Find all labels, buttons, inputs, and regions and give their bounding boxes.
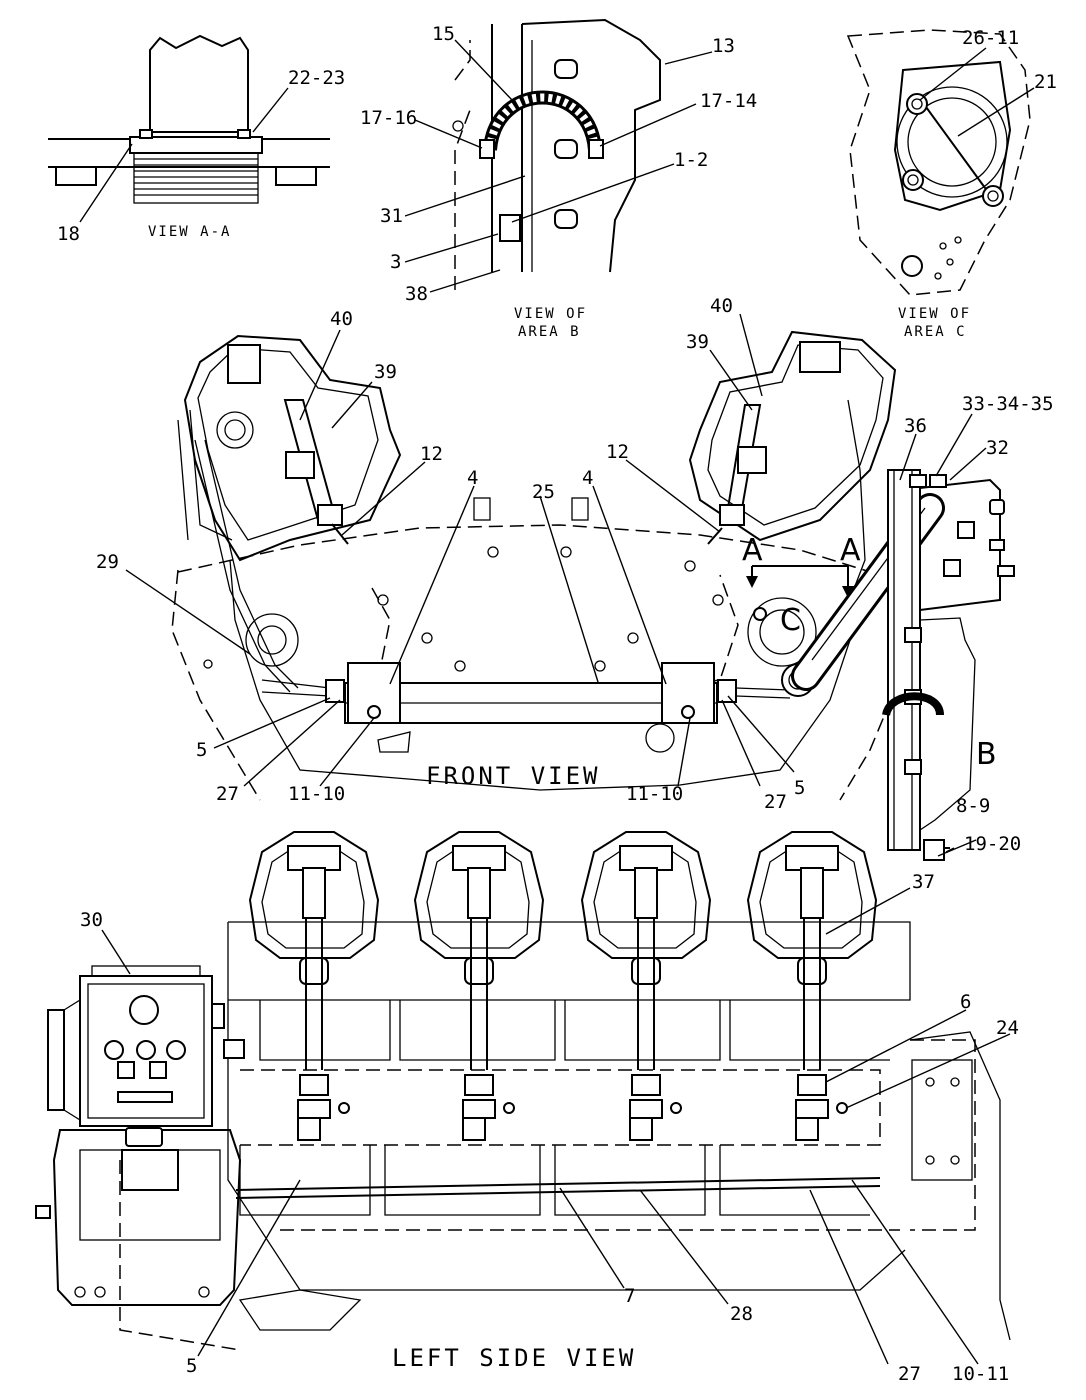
- callout-front-5-right: 5: [794, 777, 805, 799]
- callout-17-14: 17-14: [700, 90, 757, 112]
- callout-front-39-left: 39: [374, 361, 397, 383]
- area-b-title-line1: VIEW OF: [514, 306, 587, 322]
- callout-front-25: 25: [532, 481, 555, 503]
- marker-a-right: A: [840, 533, 861, 568]
- callout-front-29: 29: [96, 551, 119, 573]
- callout-38: 38: [405, 283, 428, 305]
- callout-front-12-left: 12: [420, 443, 443, 465]
- callout-31: 31: [380, 205, 403, 227]
- area-c-title-line1: VIEW OF: [898, 306, 971, 322]
- callout-3: 3: [390, 251, 401, 273]
- callout-21: 21: [1034, 71, 1057, 93]
- callout-front-11-10-right: 11-10: [626, 783, 683, 805]
- callout-front-36: 36: [904, 415, 927, 437]
- front-view-title: FRONT VIEW: [426, 762, 601, 790]
- area-b-drawing: [452, 18, 661, 290]
- callout-15: 15: [432, 23, 455, 45]
- marker-c: C: [780, 603, 801, 638]
- callout-front-4-right: 4: [582, 467, 593, 489]
- left-side-view-title: LEFT SIDE VIEW: [392, 1344, 636, 1372]
- callout-1-2: 1-2: [674, 149, 708, 171]
- callout-side-6: 6: [960, 991, 971, 1013]
- callout-side-24: 24: [996, 1017, 1019, 1039]
- callout-front-27-left: 27: [216, 783, 239, 805]
- callout-side-30: 30: [80, 909, 103, 931]
- callout-side-7: 7: [624, 1285, 635, 1307]
- callout-front-32: 32: [986, 437, 1009, 459]
- callout-18: 18: [57, 223, 80, 245]
- callout-26-11: 26-11: [962, 27, 1019, 49]
- view-aa-title: VIEW A-A: [148, 224, 231, 240]
- callout-front-12-right: 12: [606, 441, 629, 463]
- callout-front-11-10-left: 11-10: [288, 783, 345, 805]
- callout-side-5: 5: [186, 1355, 197, 1377]
- callout-front-39-right: 39: [686, 331, 709, 353]
- view-aa-drawing: [48, 34, 330, 204]
- callout-front-27-right: 27: [764, 791, 787, 813]
- callout-side-27: 27: [898, 1363, 921, 1385]
- marker-b: B: [976, 737, 997, 772]
- marker-a-left: A: [742, 533, 763, 568]
- callout-front-8-9: 8-9: [956, 795, 990, 817]
- callout-front-5-left: 5: [196, 739, 207, 761]
- callout-front-40-right: 40: [710, 295, 733, 317]
- area-c-title-line2: AREA C: [904, 324, 967, 340]
- callout-front-19-20: 19-20: [964, 833, 1021, 855]
- callout-13: 13: [712, 35, 735, 57]
- callout-22-23: 22-23: [288, 67, 345, 89]
- callout-front-40-left: 40: [330, 308, 353, 330]
- callout-front-4-left: 4: [467, 467, 478, 489]
- area-b-title-line2: AREA B: [518, 324, 581, 340]
- callout-front-33-34-35: 33-34-35: [962, 393, 1054, 415]
- area-c-drawing: [846, 29, 1031, 296]
- callout-side-37: 37: [912, 871, 935, 893]
- left-side-view-drawing: [35, 831, 1011, 1351]
- callout-side-10-11: 10-11: [952, 1363, 1009, 1385]
- callout-17-16: 17-16: [360, 107, 417, 129]
- callout-side-28: 28: [730, 1303, 753, 1325]
